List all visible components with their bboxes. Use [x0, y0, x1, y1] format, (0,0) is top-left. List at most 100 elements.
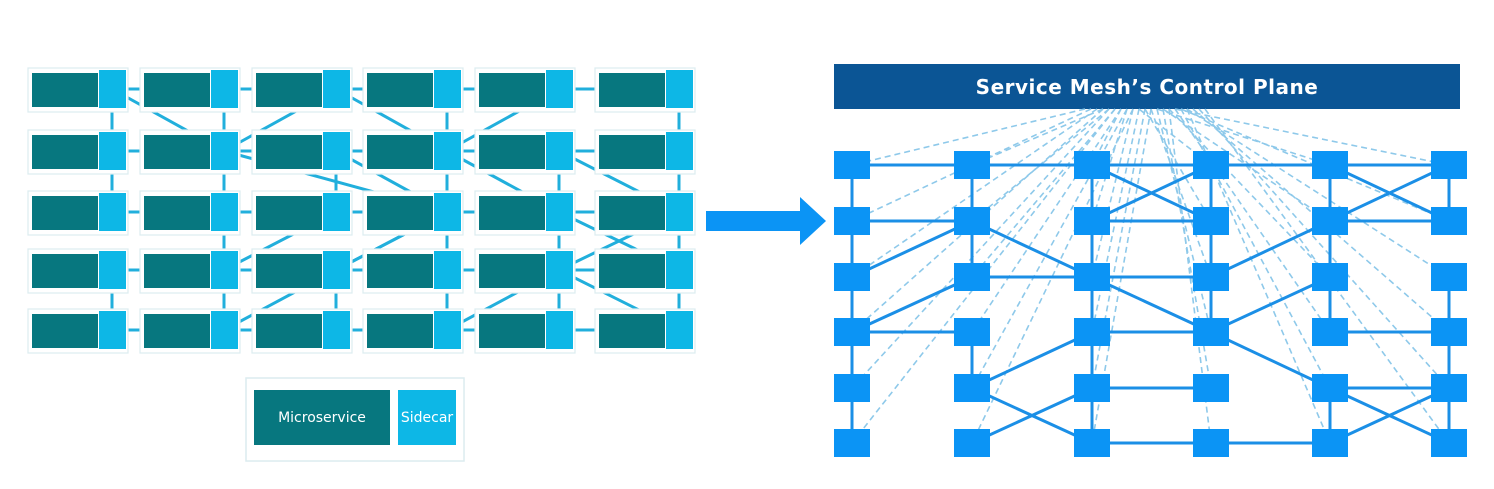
sidecar-box: [666, 132, 693, 170]
data-plane-link-line: [1329, 386, 1450, 445]
sidecar-box: [99, 70, 126, 108]
control-plane-dashed-line: [1168, 108, 1331, 278]
control-plane-dashed-line: [1091, 108, 1146, 389]
microservice-box: [479, 73, 545, 107]
data-plane-node: [1074, 263, 1110, 291]
data-plane-node: [1074, 151, 1110, 179]
data-plane-links: [850, 163, 1451, 445]
microservice-box: [479, 196, 545, 230]
data-plane-node: [1431, 263, 1467, 291]
legend-microservice-swatch: [254, 390, 390, 445]
sidecar-box: [323, 70, 350, 108]
microservice-box: [256, 314, 322, 348]
data-plane-node: [1431, 151, 1467, 179]
control-plane-dashed-line: [971, 108, 1122, 333]
control-plane-dashed-line: [1150, 108, 1212, 278]
microservice-box: [599, 135, 665, 169]
sidecar-box: [211, 251, 238, 289]
data-plane-node: [834, 374, 870, 402]
legend-sidecar-swatch: [398, 390, 456, 445]
data-plane-node: [1193, 318, 1229, 346]
control-plane-dashed-line: [1198, 108, 1450, 389]
sidecar-box: [99, 193, 126, 231]
control-plane-dashed-line: [1186, 108, 1450, 278]
microservice-box: [599, 196, 665, 230]
data-plane-node: [1431, 207, 1467, 235]
legend-sidecar-label: Sidecar: [401, 410, 454, 426]
sidecar-box: [99, 132, 126, 170]
data-plane-node: [834, 207, 870, 235]
microservice-box: [32, 135, 98, 169]
microservice-box: [256, 135, 322, 169]
sidecar-box: [434, 311, 461, 349]
microservice-box: [367, 254, 433, 288]
control-plane-dashed-line: [851, 108, 1110, 389]
control-plane-dashed-line: [851, 108, 1104, 333]
control-plane-dashed-line: [1156, 108, 1331, 166]
data-plane-link-line: [1329, 163, 1450, 223]
sidecar-box: [546, 311, 573, 349]
sidecar-box: [211, 70, 238, 108]
data-plane-link-line: [851, 219, 973, 279]
data-plane-link-line: [1210, 330, 1331, 390]
microservice-box: [144, 254, 210, 288]
microservice-box: [599, 254, 665, 288]
sidecar-box: [666, 193, 693, 231]
data-plane-node: [1193, 374, 1229, 402]
sidecar-box: [99, 311, 126, 349]
data-plane-link-line: [851, 275, 973, 334]
data-plane-node: [954, 429, 990, 457]
data-plane-node: [1431, 374, 1467, 402]
data-plane-node: [1193, 151, 1229, 179]
control-plane-dashed-line: [851, 108, 1098, 278]
microservice-box: [479, 314, 545, 348]
microservice-box: [32, 314, 98, 348]
data-plane-node: [834, 151, 870, 179]
data-plane-link-line: [1091, 163, 1212, 223]
sidecar-box: [546, 193, 573, 231]
sidecar-box: [211, 132, 238, 170]
microservice-box: [32, 196, 98, 230]
data-plane-node: [1193, 263, 1229, 291]
legend-box: Microservice Sidecar: [245, 377, 465, 462]
microservice-grid: [27, 67, 696, 354]
control-plane-dashed-line: [1174, 108, 1450, 166]
microservice-box: [144, 196, 210, 230]
data-plane-node: [834, 318, 870, 346]
sidecar-box: [434, 251, 461, 289]
sidecar-box: [666, 70, 693, 108]
data-plane-node: [1431, 429, 1467, 457]
sidecar-box: [434, 70, 461, 108]
sidecar-box: [434, 193, 461, 231]
sidecar-box: [323, 251, 350, 289]
data-plane-node: [1074, 318, 1110, 346]
data-plane-node: [1312, 374, 1348, 402]
sidecar-box: [323, 311, 350, 349]
microservice-box: [367, 135, 433, 169]
control-plane-banner: Service Mesh’s Control Plane: [834, 64, 1460, 109]
data-plane-node: [834, 263, 870, 291]
sidecar-box: [323, 193, 350, 231]
control-plane-title: Service Mesh’s Control Plane: [976, 75, 1319, 99]
data-plane-node: [954, 151, 990, 179]
sidecar-box: [546, 70, 573, 108]
microservice-box: [144, 73, 210, 107]
control-plane-dashed-line: [971, 108, 1116, 278]
data-plane-node: [1312, 207, 1348, 235]
control-plane-background: [834, 64, 1460, 109]
right-arrow-icon: [706, 197, 826, 245]
data-plane-link-line: [1210, 275, 1331, 334]
sidecar-box: [99, 251, 126, 289]
data-plane-node: [954, 318, 990, 346]
data-plane-node: [1312, 318, 1348, 346]
data-plane-node: [954, 374, 990, 402]
legend-microservice-label: Microservice: [278, 410, 366, 426]
data-plane-node: [954, 263, 990, 291]
data-plane-node: [1074, 207, 1110, 235]
data-plane-link-line: [1091, 275, 1212, 334]
data-plane-link-line: [1210, 219, 1331, 279]
data-plane-link-line: [971, 386, 1093, 445]
microservice-box: [144, 314, 210, 348]
microservice-box: [256, 196, 322, 230]
sidecar-box: [323, 132, 350, 170]
